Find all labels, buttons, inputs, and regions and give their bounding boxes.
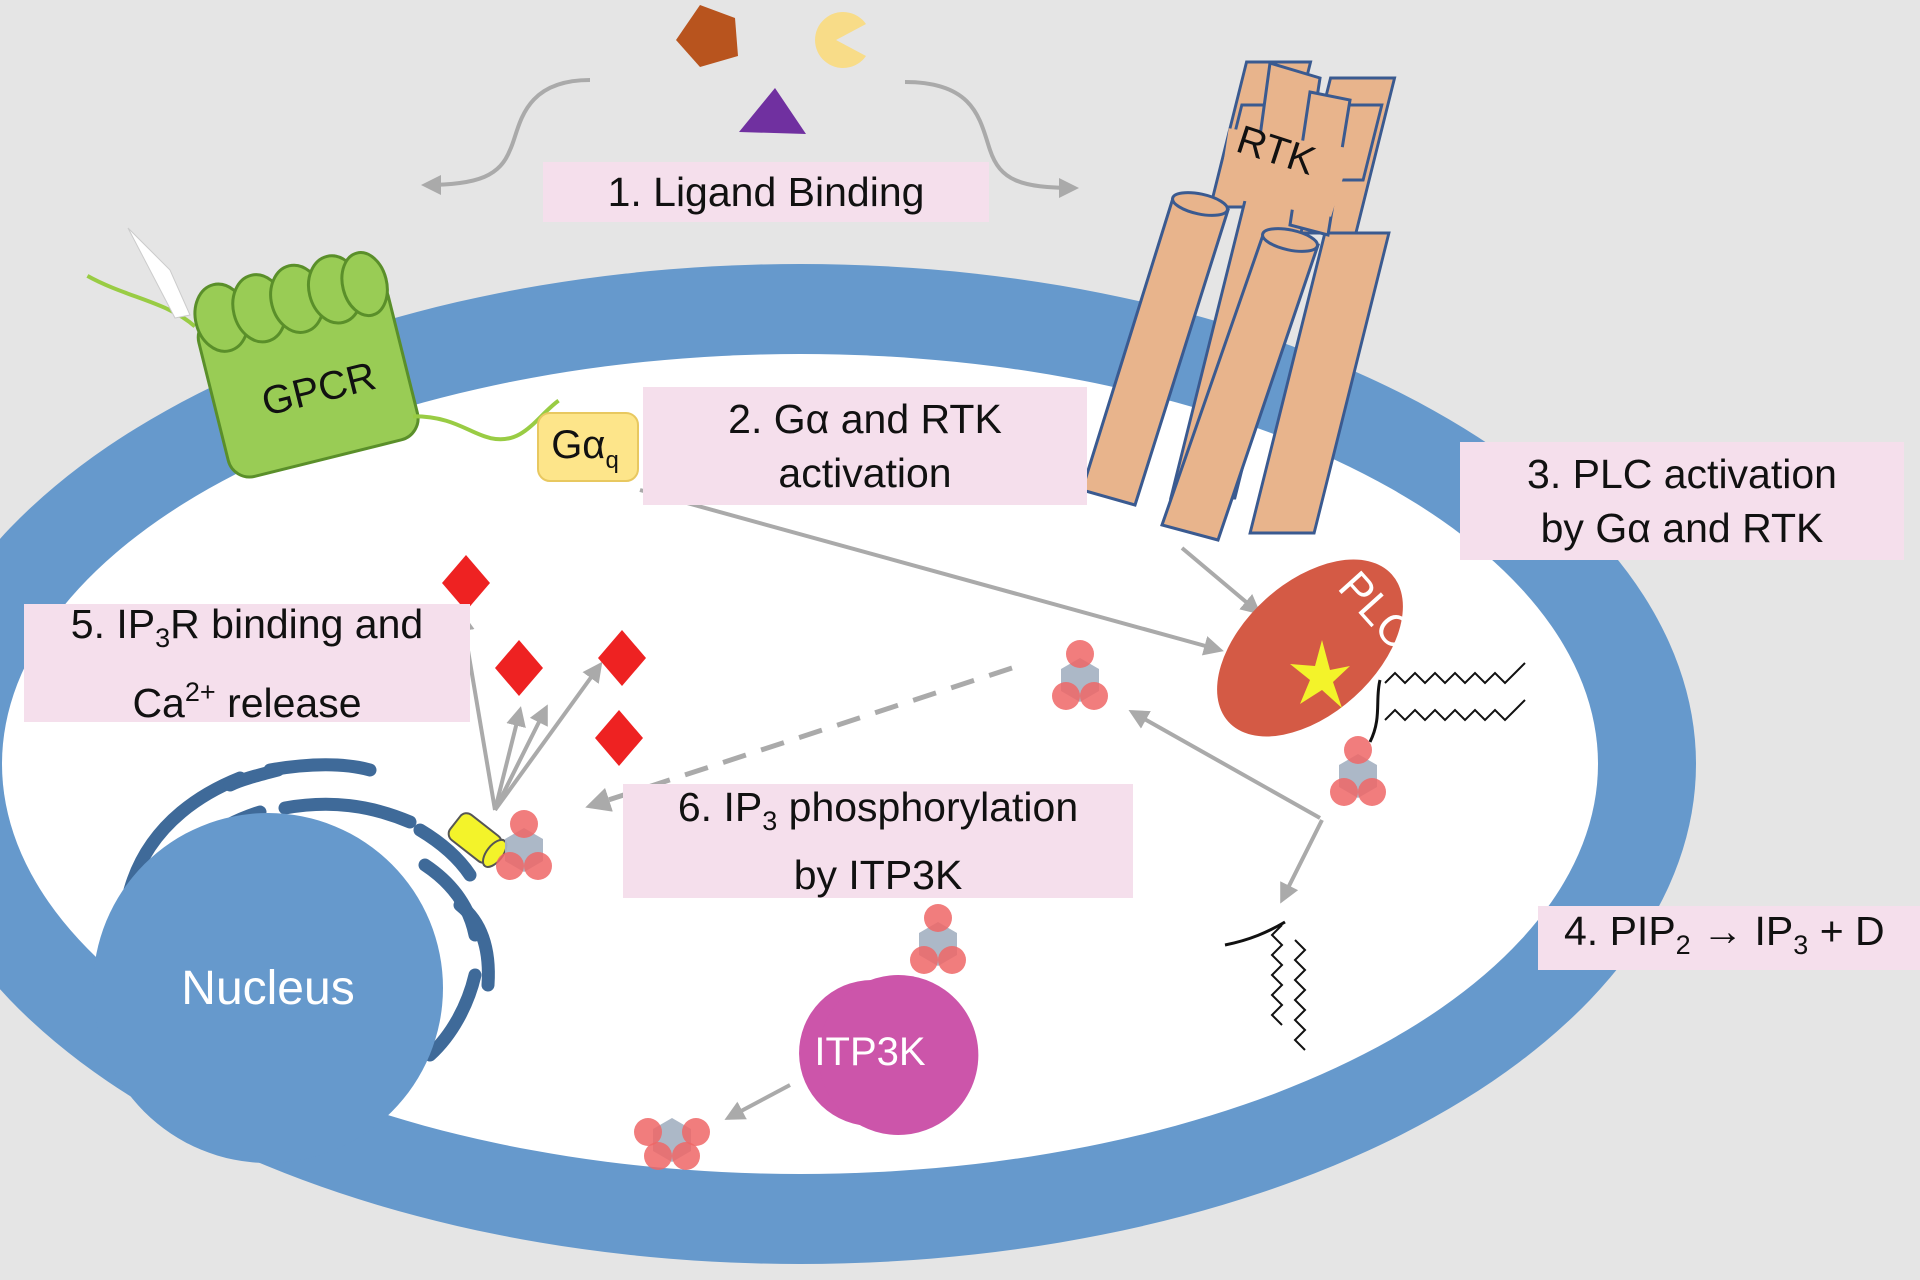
ip3-receptor <box>447 812 508 868</box>
step4-label: 4. PIP2 → IP3 + D <box>1564 908 1885 960</box>
nucleus-label: Nucleus <box>181 962 354 1015</box>
step3-line2: by Gα and RTK <box>1540 505 1824 551</box>
step6-label-box: 6. IP3 phosphorylation by ITP3K <box>623 784 1133 898</box>
step5-line2: Ca2+ release <box>132 676 362 726</box>
step2-line2: activation <box>778 450 952 496</box>
itp3k-product-arrow <box>724 1083 791 1120</box>
galpha-q <box>537 412 639 482</box>
pip2-to-dag-arrow <box>1280 819 1324 904</box>
step5-line1: 5. IP3R binding and <box>70 600 424 653</box>
ligand-arrow-left <box>421 78 591 195</box>
gpcr-receptor <box>86 251 560 479</box>
ligand-pentagon <box>676 5 738 67</box>
step3-line1: 3. PLC activation <box>1527 451 1837 497</box>
step1-label-box: 1. Ligand Binding <box>543 162 989 222</box>
pip2-lipid-tail-1 <box>1384 662 1526 685</box>
gpcr-n-terminus <box>127 227 191 319</box>
calcium-ion <box>495 640 543 696</box>
galpha-label: Gαq <box>551 423 619 474</box>
rtk-to-plc-arrow <box>1180 546 1262 615</box>
calcium-ion <box>595 710 643 766</box>
rtk-left-helix-top <box>1171 191 1229 217</box>
step1-label: 1. Ligand Binding <box>607 169 925 215</box>
step2-label-box: 2. Gα and RTK activation <box>643 387 1087 505</box>
pip2-split-arrow <box>1128 710 1321 820</box>
ip3-diffusion-arrow <box>585 665 1013 812</box>
dag-tail-2 <box>1293 939 1307 1051</box>
step6-line2: by ITP3K <box>793 852 963 898</box>
plc-enzyme <box>1217 559 1403 737</box>
rtk-bridge <box>1218 128 1352 217</box>
pip2-lipid-head <box>1368 679 1382 743</box>
nucleus <box>93 813 443 1163</box>
calcium-ion <box>598 630 646 686</box>
plc-active-star <box>1290 640 1350 708</box>
ligand-pacman <box>815 11 866 68</box>
step6-line1: 6. IP3 phosphorylation <box>677 784 1079 836</box>
ligand-arrow-right <box>904 80 1079 198</box>
itp3k-body <box>818 975 979 1135</box>
step4-label-box: 4. PIP2 → IP3 + D <box>1538 906 1920 970</box>
dag-head <box>1224 920 1286 947</box>
dag-tail-1 <box>1270 924 1284 1026</box>
step3-label-box: 3. PLC activation by Gα and RTK <box>1460 442 1904 560</box>
rtk-right-helix-top <box>1261 227 1319 253</box>
step5-label-box: 5. IP3R binding and Ca2+ release <box>24 601 470 726</box>
itp3k-label: ITP3K <box>814 1030 925 1074</box>
galpha-to-plc-arrow <box>639 488 1224 656</box>
pip2-lipid-tail-2 <box>1384 699 1526 722</box>
step2-line1: 2. Gα and RTK <box>728 396 1002 442</box>
ligand-triangle <box>739 88 806 134</box>
calcium-ion <box>442 555 490 611</box>
